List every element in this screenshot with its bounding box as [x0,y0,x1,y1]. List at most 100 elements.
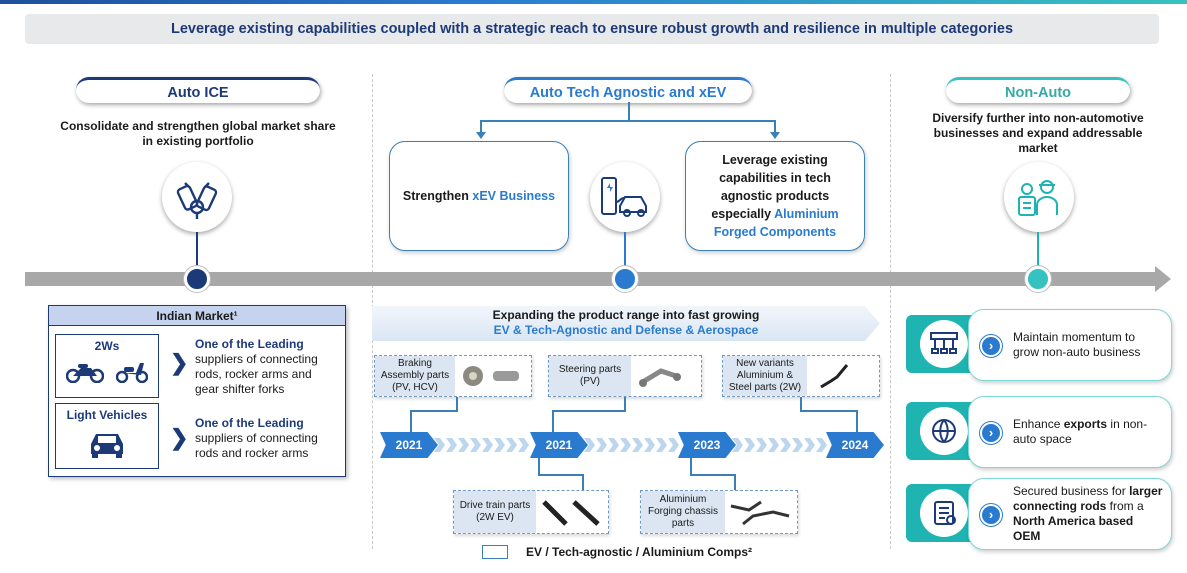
connector-line [856,410,858,432]
connector-line [196,232,198,272]
non-auto-card: Enhance exports in non-auto space › [906,396,1172,468]
product-label: Drive train parts (2W EV) [454,491,536,533]
connector-line [480,120,482,136]
connector-line [734,474,736,490]
leverage-capabilities-box: Leverage existing capabilities in tech a… [685,141,865,251]
headline-banner: Leverage existing capabilities coupled w… [25,14,1159,44]
card-text-part: larger connecting rods [1013,484,1163,513]
year-2024: 2024 [826,432,884,458]
chevron-right-icon: ❯ [170,425,189,450]
chevron-strip [732,438,827,452]
non-auto-card: Maintain momentum to grow non-auto busin… [906,309,1172,381]
legend: EV / Tech-agnostic / Aluminium Comps² [482,545,752,559]
connector-line [410,410,458,412]
top-accent-bar [0,0,1187,4]
legend-swatch [482,545,508,559]
car-icon [91,434,123,458]
steering-part-icon [639,368,681,387]
connector-line [800,410,858,412]
chevron-right-icon: › [980,422,1002,444]
expanding-range-banner: Expanding the product range into fast gr… [372,306,880,341]
year-2021-b: 2021 [530,432,588,458]
motorcycle-icon [66,364,104,383]
card-text: Enhance exports in non-auto space [1013,417,1163,447]
product-aluminium-chassis: Aluminium Forging chassis parts [640,490,798,534]
product-label: New variants Aluminium & Steel parts (2W… [723,356,807,396]
segment-label: Light Vehicles [66,408,148,422]
connector-line [480,120,776,122]
card-text: Secured business for larger connecting r… [1013,484,1163,544]
section-divider [890,74,891,549]
scooter-icon [116,363,148,383]
product-label: Aluminium Forging chassis parts [641,491,725,533]
contract-icon [920,489,968,537]
card-text-part: North America based OEM [1013,514,1134,543]
globe-export-icon [920,407,968,455]
year-2021-a: 2021 [380,432,438,458]
connector-line [456,397,458,410]
connector-line [1037,232,1039,272]
product-braking: Braking Assembly parts (PV, HCV) [374,355,532,397]
segment-2ws: 2Ws [55,334,159,398]
card-text-part: in non-auto space [1013,417,1148,446]
non-auto-title: Non-Auto [946,77,1130,103]
chevron-right-icon: › [980,335,1002,357]
engine-icon [162,162,232,232]
arrow-down-icon [476,132,486,139]
drive-shaft-icon [542,500,600,526]
non-auto-description: Diversify further into non-automotive bu… [932,111,1144,155]
connector-line [624,397,626,410]
connector-line [538,474,584,476]
connector-line [538,458,540,474]
product-new-variants: New variants Aluminium & Steel parts (2W… [722,355,880,397]
connector-line [628,102,630,120]
auto-tech-title: Auto Tech Agnostic and xEV [504,77,752,103]
connector-line [552,410,554,432]
strengthen-xev-box: Strengthen xEV Business [389,141,569,251]
chassis-part-icon [730,500,790,526]
non-auto-card: Secured business for larger connecting r… [906,478,1172,550]
product-steering: Steering parts (PV) [548,355,702,397]
engineer-icon [1004,162,1074,232]
legend-label: EV / Tech-agnostic / Aluminium Comps² [526,545,753,559]
machinery-icon [920,320,968,368]
ev-charging-icon [590,162,660,232]
card-text-part: Maintain momentum to grow non-auto busin… [1013,330,1141,359]
timeline-arrowhead [1155,266,1171,292]
card-text-part: exports [1063,417,1108,431]
connector-line [800,397,802,410]
expanding-line1: Expanding the product range into fast gr… [492,308,760,322]
arrow-down-icon [770,132,780,139]
connector-line [774,120,776,136]
auto-ice-title: Auto ICE [76,77,320,103]
indian-market-header: Indian Market¹ [49,306,345,326]
steel-part-icon [820,364,849,389]
card-text-part: Secured business for [1013,484,1130,498]
card-text: Maintain momentum to grow non-auto busin… [1013,330,1163,360]
chevron-strip [584,438,679,452]
card-text-part: Enhance [1013,417,1064,431]
timeline-dot [612,266,638,292]
expanding-line2: EV & Tech-Agnostic and Defense & Aerospa… [493,323,759,337]
product-drive-train: Drive train parts (2W EV) [453,490,609,534]
connector-line [552,410,626,412]
brake-part-icon [463,366,519,386]
connector-line [624,232,626,272]
connector-line [410,410,412,432]
timeline-dot [1025,266,1051,292]
chevron-right-icon: › [980,504,1002,526]
connector-line [690,458,692,474]
chevron-right-icon: ❯ [170,350,189,375]
year-2023: 2023 [678,432,736,458]
auto-ice-description: Consolidate and strengthen global market… [60,119,336,148]
product-label: Steering parts (PV) [549,356,631,396]
timeline-arrow [25,272,1160,286]
connector-line [690,474,736,476]
timeline-dot [184,266,210,292]
segment-light-vehicles: Light Vehicles [55,403,159,469]
connector-line [582,474,584,490]
card-text-part: from a [1106,499,1144,513]
chevron-strip [434,438,529,452]
